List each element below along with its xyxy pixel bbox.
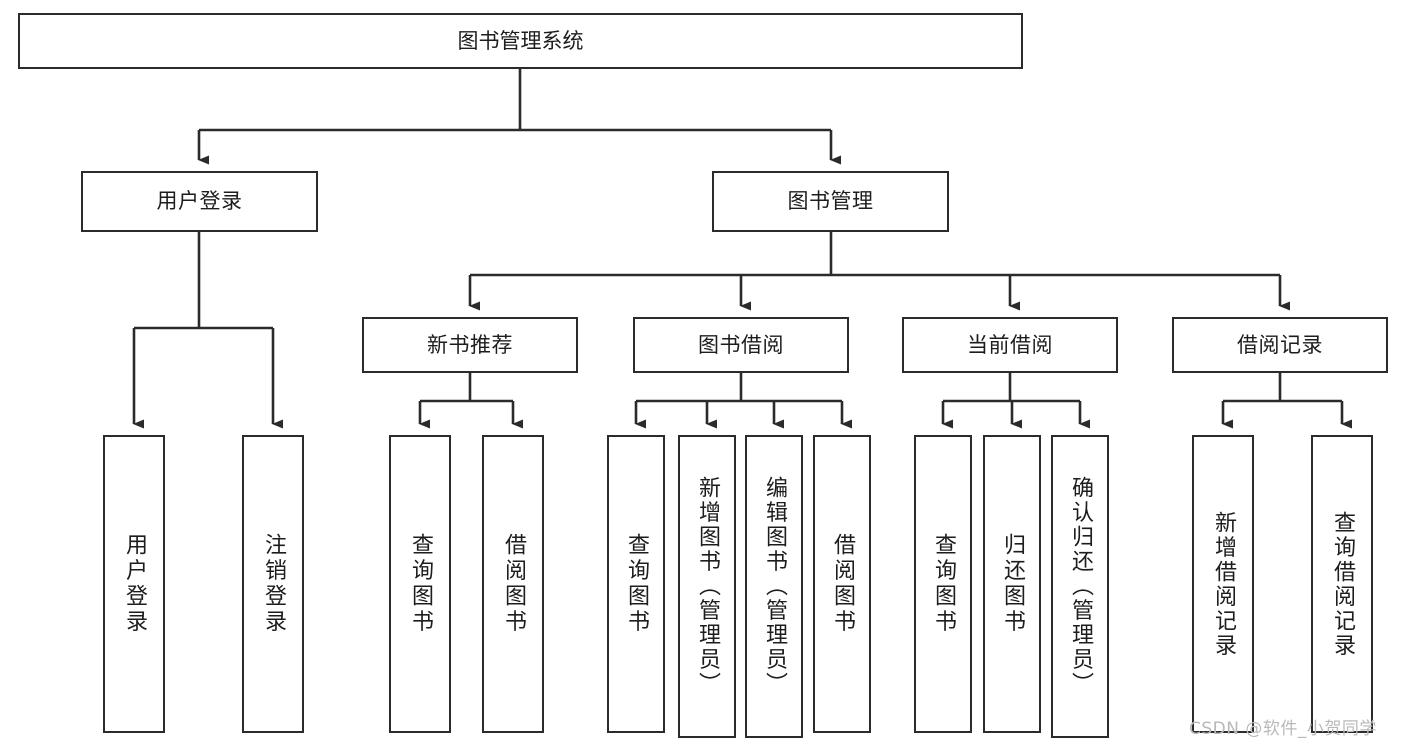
node-leaf-edit-book-admin[interactable]: 编辑图书（管理员）	[745, 435, 803, 738]
node-leaf-borrow-book[interactable]: 借阅图书	[813, 435, 871, 733]
node-leaf-confirm-return-admin[interactable]: 确认归还（管理员）	[1051, 435, 1109, 738]
node-book-management[interactable]: 图书管理	[712, 171, 949, 232]
node-leaf-add-borrow-record[interactable]: 新增借阅记录	[1192, 435, 1254, 733]
node-leaf-user-logout[interactable]: 注销登录	[242, 435, 304, 733]
node-current-borrowing[interactable]: 当前借阅	[902, 317, 1118, 373]
node-book-borrowing[interactable]: 图书借阅	[633, 317, 849, 373]
node-new-book-recommendation[interactable]: 新书推荐	[362, 317, 578, 373]
node-leaf-query-book-borrow[interactable]: 查询图书	[607, 435, 665, 733]
node-leaf-query-book-current[interactable]: 查询图书	[914, 435, 972, 733]
node-label: 借阅图书	[830, 533, 855, 635]
node-leaf-borrow-book-new-rec[interactable]: 借阅图书	[482, 435, 544, 733]
node-label: 新增借阅记录	[1211, 510, 1236, 658]
node-leaf-query-book-new-rec[interactable]: 查询图书	[389, 435, 451, 733]
node-label: 查询借阅记录	[1330, 510, 1355, 658]
node-leaf-return-book[interactable]: 归还图书	[983, 435, 1041, 733]
node-label: 新增图书（管理员）	[695, 476, 720, 697]
node-label: 用户登录	[156, 189, 243, 214]
csdn-watermark: CSDN @软件_小贺同学	[1189, 719, 1377, 739]
node-label: 注销登录	[261, 533, 286, 635]
node-label: 用户登录	[122, 533, 147, 635]
node-label: 图书管理	[787, 189, 874, 214]
node-label: 新书推荐	[427, 332, 513, 357]
node-label: 编辑图书（管理员）	[762, 476, 787, 697]
node-label: 图书借阅	[698, 332, 784, 357]
node-label: 归还图书	[1000, 533, 1025, 635]
node-leaf-user-login[interactable]: 用户登录	[103, 435, 165, 733]
node-label: 借阅图书	[501, 533, 526, 635]
node-root-book-management-system[interactable]: 图书管理系统	[18, 13, 1023, 69]
node-leaf-add-book-admin[interactable]: 新增图书（管理员）	[678, 435, 736, 738]
node-user-login[interactable]: 用户登录	[81, 171, 318, 232]
node-borrowing-record[interactable]: 借阅记录	[1172, 317, 1388, 373]
node-label: 确认归还（管理员）	[1068, 476, 1093, 697]
node-label: 借阅记录	[1237, 332, 1323, 357]
node-label: 查询图书	[624, 533, 649, 635]
node-label: 查询图书	[931, 533, 956, 635]
node-leaf-query-borrow-record[interactable]: 查询借阅记录	[1311, 435, 1373, 733]
node-label: 当前借阅	[967, 332, 1053, 357]
node-label: 图书管理系统	[457, 28, 584, 53]
node-label: 查询图书	[408, 533, 433, 635]
